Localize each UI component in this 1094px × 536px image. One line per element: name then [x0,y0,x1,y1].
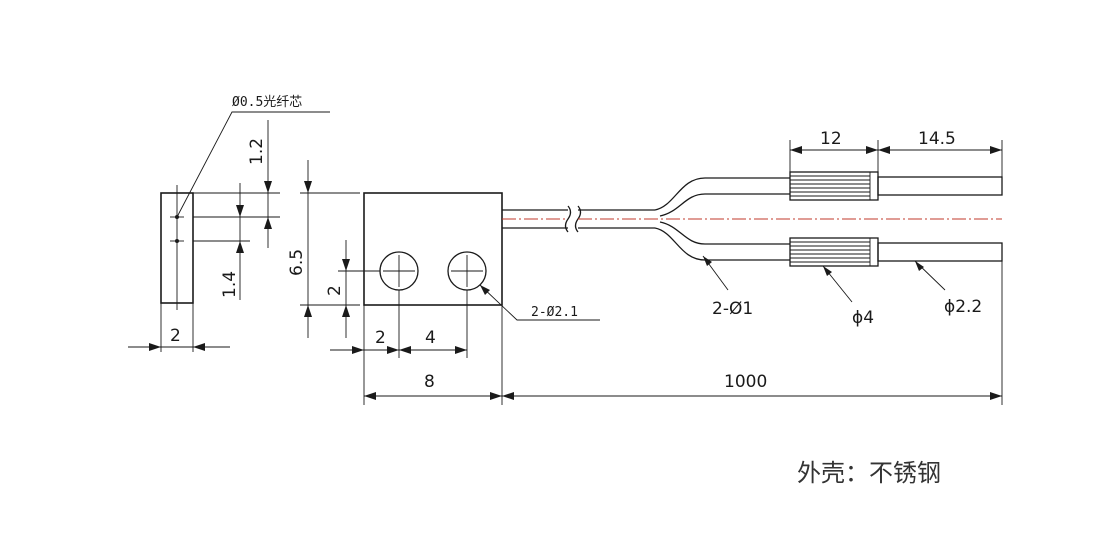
holes-note-label: 2-Ø2.1 [531,305,578,320]
arrow [990,392,1002,400]
arrow [342,305,350,317]
core-note-leader [176,111,330,218]
material-note: 外壳：不锈钢 [797,459,941,487]
arrow [490,392,502,400]
break-mark-left [564,205,572,233]
arrow [236,205,244,217]
dim-6-5-label: 6.5 [287,249,307,276]
fiber-upper-outer [654,177,790,211]
ferrule-knurl-upper [790,172,871,200]
arrow [502,392,514,400]
fiber-cables: 12 14.5 2-Ø1 ϕ4 ϕ2.2 1000 [502,129,1003,405]
arrow [399,346,411,354]
arrow [264,217,272,229]
side-view: Ø0.5光纤芯 2 1.2 1.4 [128,95,330,352]
end-tube-lower [877,242,1003,262]
dim-1000-label: 1000 [724,372,767,392]
arrow [304,305,312,317]
arrow [264,181,272,193]
dim-2-side-label: 2 [170,326,181,346]
arrow [304,181,312,193]
arrow [149,343,161,351]
arrow [866,146,878,154]
holes-note-leader [479,284,600,321]
phi2-2-label: ϕ2.2 [944,297,982,317]
arrow [878,146,890,154]
fiber-lower-inner [659,221,790,245]
dim-2-bottom-label: 2 [375,328,386,348]
arrow [480,285,490,295]
front-view: 2-Ø2.1 6.5 2 2 4 8 [287,160,600,405]
dim-14-5-label: 14.5 [918,129,956,149]
sensor-head-body [363,192,503,306]
fibers-note-label: 2-Ø1 [712,299,753,319]
core-note-label: Ø0.5光纤芯 [232,95,302,110]
arrow [990,146,1002,154]
arrow [342,259,350,271]
arrow [455,346,467,354]
arrow [703,256,712,266]
arrow [364,392,376,400]
fiber-core-lower [175,239,179,243]
dim-1-4-label: 1.4 [220,271,240,298]
arrow [915,261,924,271]
arrow [790,146,802,154]
arrow [352,346,364,354]
phi4-label: ϕ4 [852,308,874,328]
arrow [823,266,832,276]
arrow [236,241,244,253]
end-tube-upper [877,176,1003,196]
ferrule-knurl-lower [790,238,871,266]
dim-12-label: 12 [820,129,842,149]
dim-4-label: 4 [425,328,436,348]
dim-2-hole-label: 2 [325,285,345,296]
fiber-upper-inner [659,193,790,217]
arrow [387,346,399,354]
dim-1-2-label: 1.2 [247,138,267,165]
dim-8-label: 8 [424,372,435,392]
arrow [193,343,205,351]
